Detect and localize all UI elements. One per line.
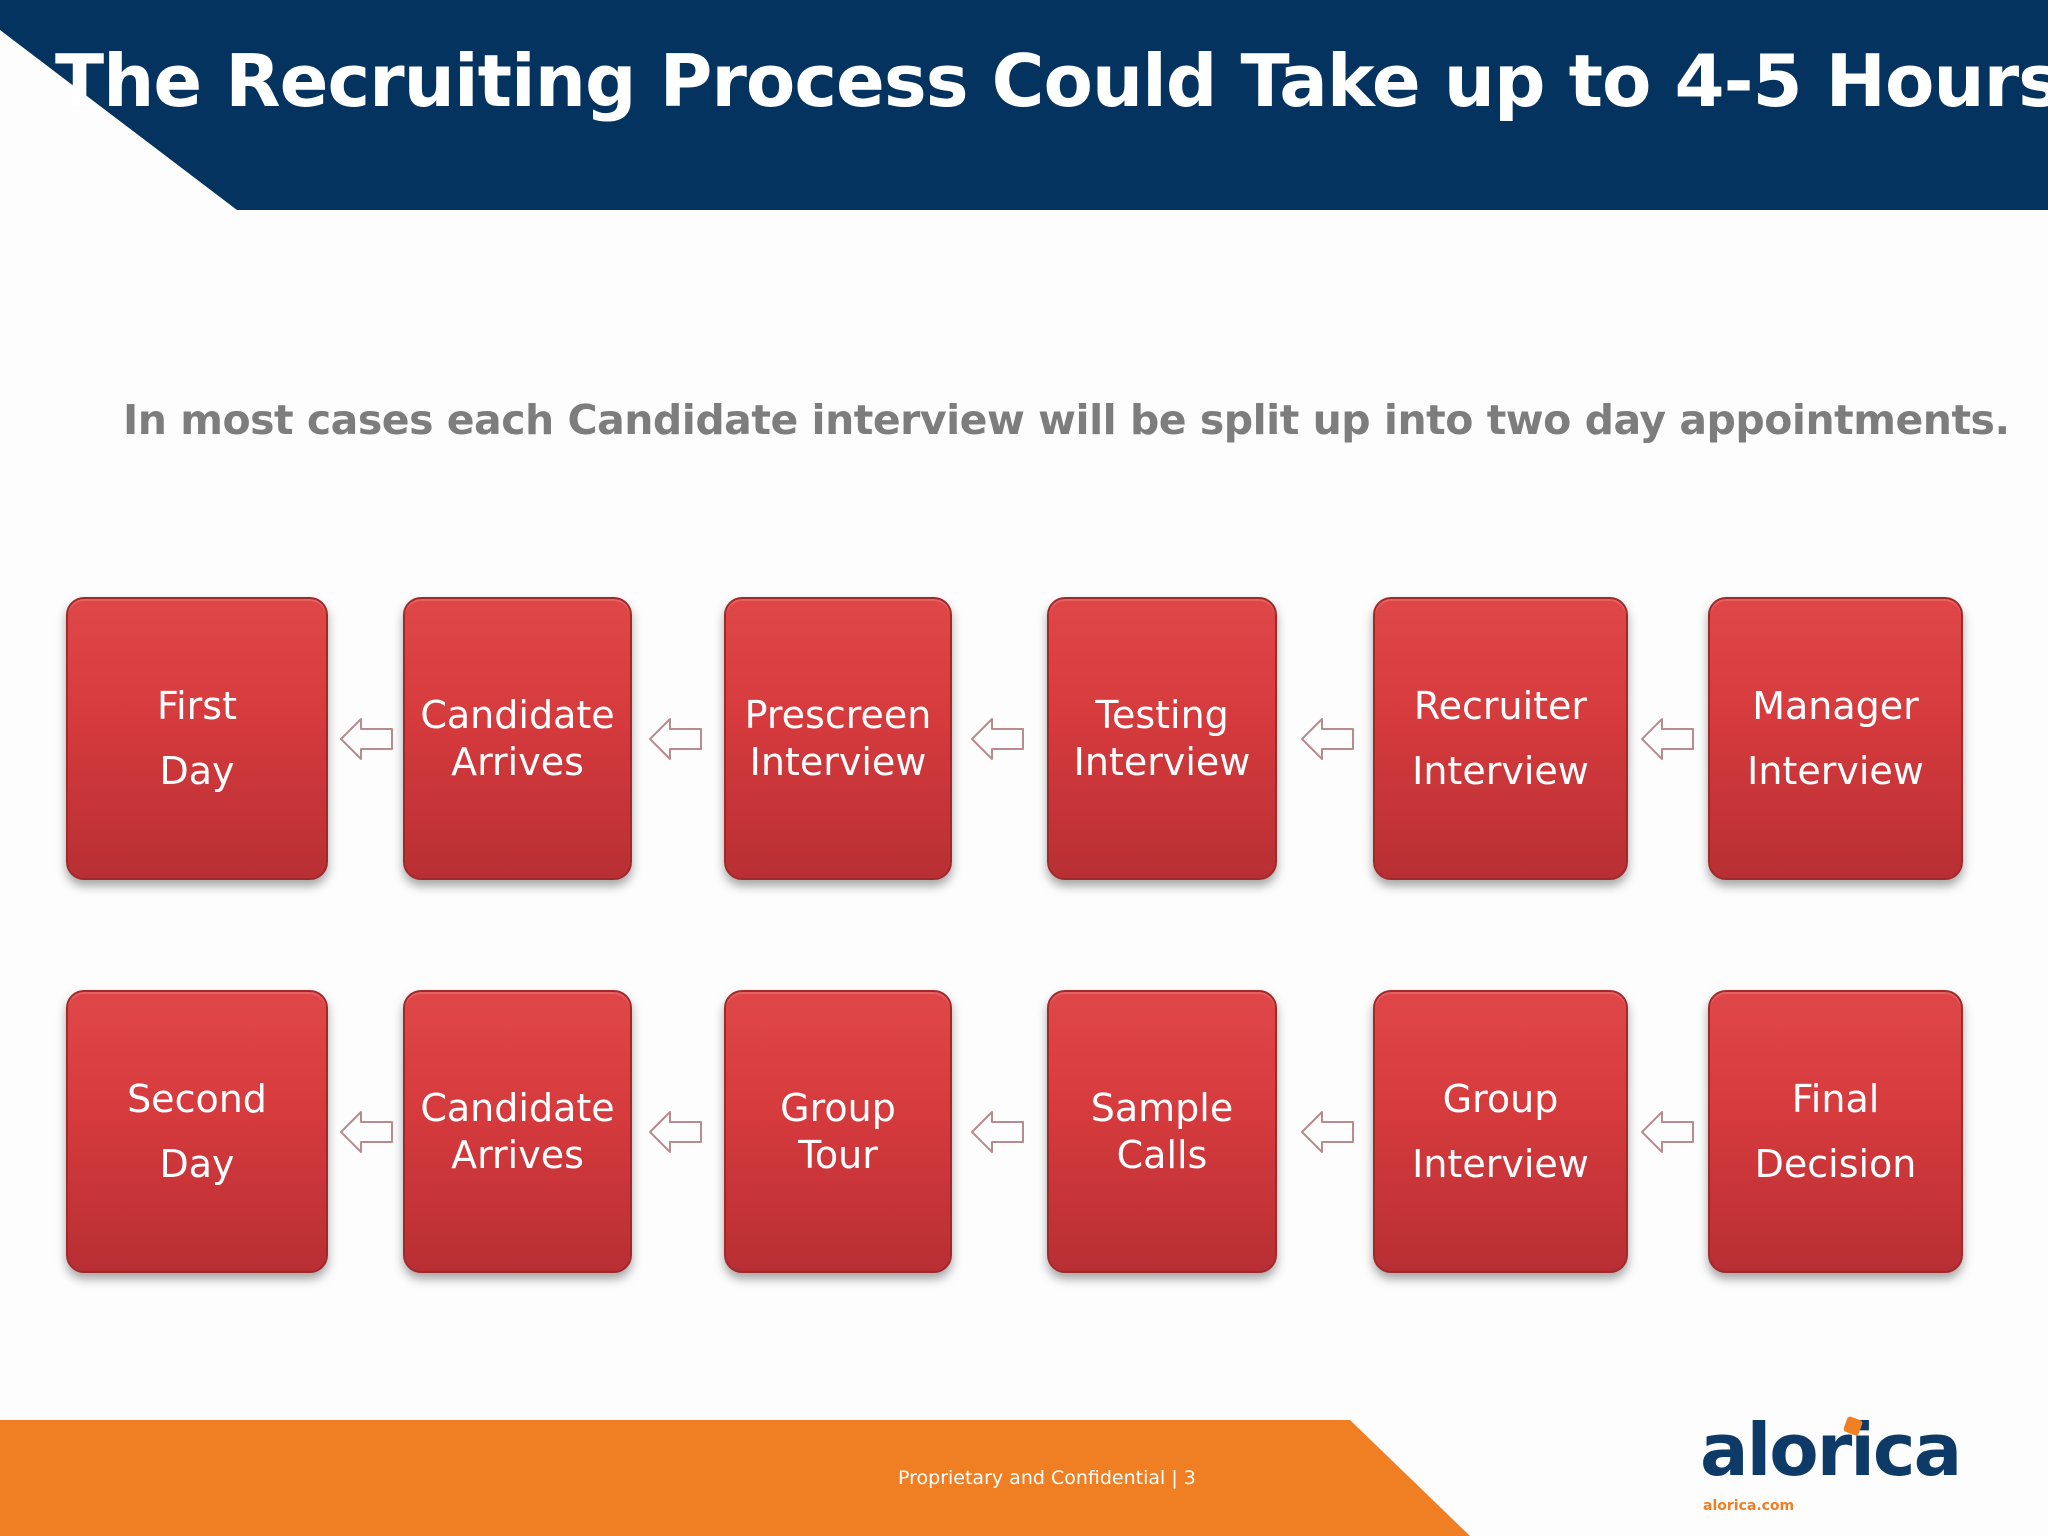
left-arrow-icon [1640,1109,1696,1155]
left-arrow-icon [970,1109,1026,1155]
step-label-line1: Manager [1752,683,1919,728]
left-arrow-icon [648,716,704,762]
step-label-line1: Recruiter [1413,683,1588,728]
step-label-line1: Candidate [420,1085,615,1130]
left-arrow-icon [648,1109,704,1155]
step-label-line2: Arrives [451,739,584,784]
step-recruiter-interview: Recruiter Interview [1373,597,1628,880]
step-label-line2: Interview [1412,748,1589,793]
step-label-line1: Candidate [420,692,615,737]
step-label-line2: Interview [1073,739,1251,784]
step-label-line1: Prescreen [744,692,932,737]
step-label-line1: Sample [1090,1085,1234,1130]
step-second-day: Second Day [66,990,328,1273]
left-arrow-icon [1640,716,1696,762]
step-group-interview: Group Interview [1373,990,1628,1273]
step-final-decision: Final Decision [1708,990,1963,1273]
step-label-line2: Interview [749,739,927,784]
header-band [0,0,2048,210]
step-label-line1: First [157,683,237,728]
step-candidate-arrives: Candidate Arrives [403,597,632,880]
step-testing-interview: Testing Interview [1047,597,1277,880]
footer-band [0,1420,1470,1536]
step-label-line2: Day [159,748,235,793]
left-arrow-icon [1300,716,1356,762]
step-first-day: First Day [66,597,328,880]
left-arrow-icon [1300,1109,1356,1155]
step-sample-calls: Sample Calls [1047,990,1277,1273]
step-group-tour: Group Tour [724,990,952,1273]
footer-confidential-text: Proprietary and Confidential | 3 [898,1467,1196,1489]
step-label-line2: Interview [1747,748,1924,793]
left-arrow-icon [339,1109,395,1155]
slide-title: The Recruiting Process Could Take up to … [54,39,2048,123]
step-candidate-arrives: Candidate Arrives [403,990,632,1273]
step-prescreen-interview: Prescreen Interview [724,597,952,880]
left-arrow-icon [970,716,1026,762]
step-label-line2: Interview [1412,1141,1589,1186]
step-label-line2: Arrives [451,1132,584,1177]
step-manager-interview: Manager Interview [1708,597,1963,880]
step-label-line1: Testing [1095,692,1229,737]
step-label-line1: Second [127,1076,267,1121]
step-label-line2: Calls [1116,1132,1208,1177]
logo-url: alorica.com [1703,1498,1795,1514]
step-label-line1: Final [1791,1076,1880,1121]
step-label-line1: Group [1442,1076,1559,1121]
left-arrow-icon [339,716,395,762]
alorica-logo: alorica [1700,1408,1962,1492]
step-label-line2: Decision [1754,1141,1917,1186]
step-label-line1: Group [780,1085,896,1130]
step-label-line2: Tour [798,1132,878,1177]
step-label-line2: Day [159,1141,235,1186]
slide-subtitle: In most cases each Candidate interview w… [123,396,2010,444]
